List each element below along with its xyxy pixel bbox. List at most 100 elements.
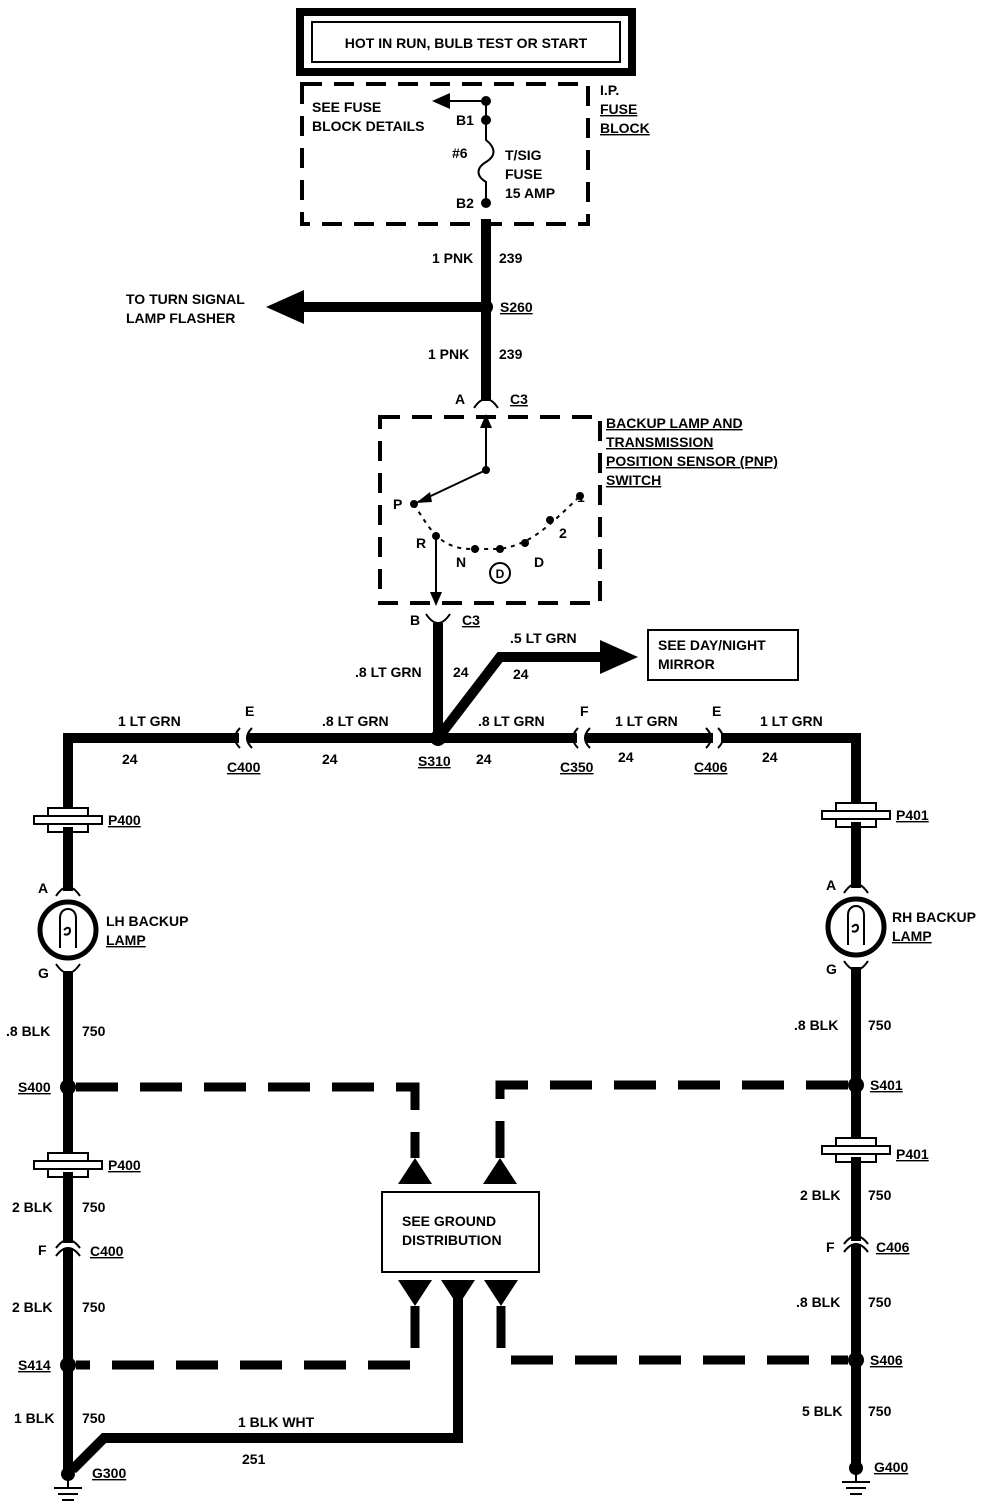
fuse-details-ref-1: SEE FUSE (312, 99, 381, 115)
g400-ground-icon (842, 1474, 870, 1495)
connector-c3-bottom (425, 613, 451, 624)
switch-name-2: TRANSMISSION (606, 434, 713, 450)
rh-blk-1-gauge: .8 BLK (794, 1017, 838, 1033)
switch-up-arrow-icon (480, 414, 492, 428)
c406-top-label: C406 (694, 759, 728, 775)
fuse-details-ref-2: BLOCK DETAILS (312, 118, 425, 134)
pnp-switch: BACKUP LAMP AND TRANSMISSION POSITION SE… (378, 414, 778, 606)
splice-s401-label: S401 (870, 1077, 903, 1093)
ground-path-s406 (496, 1306, 848, 1365)
splice-s310-label: S310 (418, 753, 451, 769)
switch-name-1: BACKUP LAMP AND (606, 415, 743, 431)
detent-arc (413, 495, 581, 550)
wire-pnk-circuit: 239 (499, 250, 523, 266)
splice-s401 (848, 1077, 864, 1093)
lh-lamp-name-2: LAMP (106, 932, 146, 948)
wire-blk-wht-251 (68, 1295, 463, 1474)
g300-label: G300 (92, 1465, 126, 1481)
rh-lamp-name-1: RH BACKUP (892, 909, 976, 925)
ground-dist-1: SEE GROUND (402, 1213, 496, 1229)
c400-top-pin: E (245, 703, 254, 719)
left-circuit-1: 24 (322, 751, 338, 767)
ground-path-s400 (76, 1082, 420, 1158)
blk-wht-gauge: 1 BLK WHT (238, 1414, 315, 1430)
lh-blk-3-gauge: 2 BLK (12, 1299, 52, 1315)
ground-down-arrow-left-icon (398, 1280, 432, 1306)
selected-position-indicator (489, 562, 511, 584)
p401-bottom-label: P401 (896, 1146, 929, 1162)
lh-lamp-pin-g: G (38, 965, 49, 981)
position-n: N (456, 554, 466, 570)
ground-down-arrow-middle-icon (441, 1280, 475, 1306)
switch-out-circuit: 24 (453, 664, 469, 680)
rh-backup-lamp-icon (825, 896, 887, 958)
connector-c350 (584, 727, 591, 749)
lh-blk-2-gauge: 2 BLK (12, 1199, 52, 1215)
right-gauge-3: 1 LT GRN (760, 713, 823, 729)
connector-c3-top-label: C3 (510, 391, 528, 407)
mirror-ref-2: MIRROR (658, 656, 715, 672)
ip-fuse-block: I.P. FUSE BLOCK SEE FUSE BLOCK DETAILS B… (300, 82, 650, 226)
power-source-header: HOT IN RUN, BULB TEST OR START (296, 8, 636, 76)
switch-name-3: POSITION SENSOR (PNP) (606, 453, 778, 469)
mirror-ref-1: SEE DAY/NIGHT (658, 637, 766, 653)
right-gauge-2: 1 LT GRN (615, 713, 678, 729)
connector-c3-bottom-pin: B (410, 612, 420, 628)
wire-left-lt-grn-1 (63, 733, 239, 817)
rh-lamp-pin-g: G (826, 961, 837, 977)
lh-backup-lamp-icon (37, 899, 99, 961)
ground-down-arrow-right-icon (484, 1280, 518, 1306)
c400-bottom-label: C400 (90, 1243, 124, 1259)
ground-up-arrow-left-icon (398, 1158, 432, 1184)
fuse-details-arrow-icon (432, 93, 450, 109)
left-circuit-2: 24 (122, 751, 138, 767)
splice-s414 (60, 1357, 76, 1373)
c406-bottom-pin: F (826, 1239, 835, 1255)
position-1: 1 (577, 489, 585, 505)
day-night-mirror-box (647, 629, 799, 681)
fuse-label-1: T/SIG (505, 147, 542, 163)
wire-to-mirror (430, 652, 605, 746)
position-p: P (393, 496, 402, 512)
splice-s406 (848, 1352, 864, 1368)
switch-out-gauge: .8 LT GRN (355, 664, 422, 680)
splice-s400-label: S400 (18, 1079, 51, 1095)
fuse-label-2: FUSE (505, 166, 542, 182)
ground-dist-2: DISTRIBUTION (402, 1232, 502, 1248)
g400-label: G400 (874, 1459, 908, 1475)
lh-lamp-name-1: LH BACKUP (106, 913, 188, 929)
terminal-b1-label: B1 (456, 112, 474, 128)
fuse-number: #6 (452, 145, 468, 161)
mirror-circuit: 24 (513, 666, 529, 682)
lh-blk-3-circuit: 750 (82, 1299, 106, 1315)
right-circuit-3: 24 (762, 749, 778, 765)
lh-blk-1-circuit: 750 (82, 1023, 106, 1039)
turn-signal-label-2: LAMP FLASHER (126, 310, 235, 326)
position-d: D (534, 554, 544, 570)
rh-lamp-pin-a: A (826, 877, 836, 893)
rh-blk-1-circuit: 750 (868, 1017, 892, 1033)
rh-blk-2-gauge: 2 BLK (800, 1187, 840, 1203)
mirror-gauge: .5 LT GRN (510, 630, 577, 646)
splice-s310 (430, 730, 446, 746)
position-2: 2 (559, 525, 567, 541)
c400-bottom-pin: F (38, 1242, 47, 1258)
ground-up-arrow-right-icon (483, 1158, 517, 1184)
selected-position-label: D (496, 567, 505, 581)
right-gauge-1: .8 LT GRN (478, 713, 545, 729)
p401-top-label: P401 (896, 807, 929, 823)
fuse-icon (477, 120, 495, 203)
header-title: HOT IN RUN, BULB TEST OR START (345, 35, 588, 51)
c406-bottom-label: C406 (876, 1239, 910, 1255)
c400-top-label: C400 (227, 759, 261, 775)
right-circuit-1: 24 (476, 751, 492, 767)
fuse-block-name-3: BLOCK (600, 120, 650, 136)
ground-path-s401 (495, 1080, 848, 1158)
connector-c400-top (246, 727, 253, 749)
rh-lamp-name-2: LAMP (892, 928, 932, 944)
connector-c3-bottom-label: C3 (462, 612, 480, 628)
terminal-b2-dot (481, 198, 491, 208)
rh-blk-2-circuit: 750 (868, 1187, 892, 1203)
splice-s406-label: S406 (870, 1352, 903, 1368)
turn-signal-label-1: TO TURN SIGNAL (126, 291, 245, 307)
